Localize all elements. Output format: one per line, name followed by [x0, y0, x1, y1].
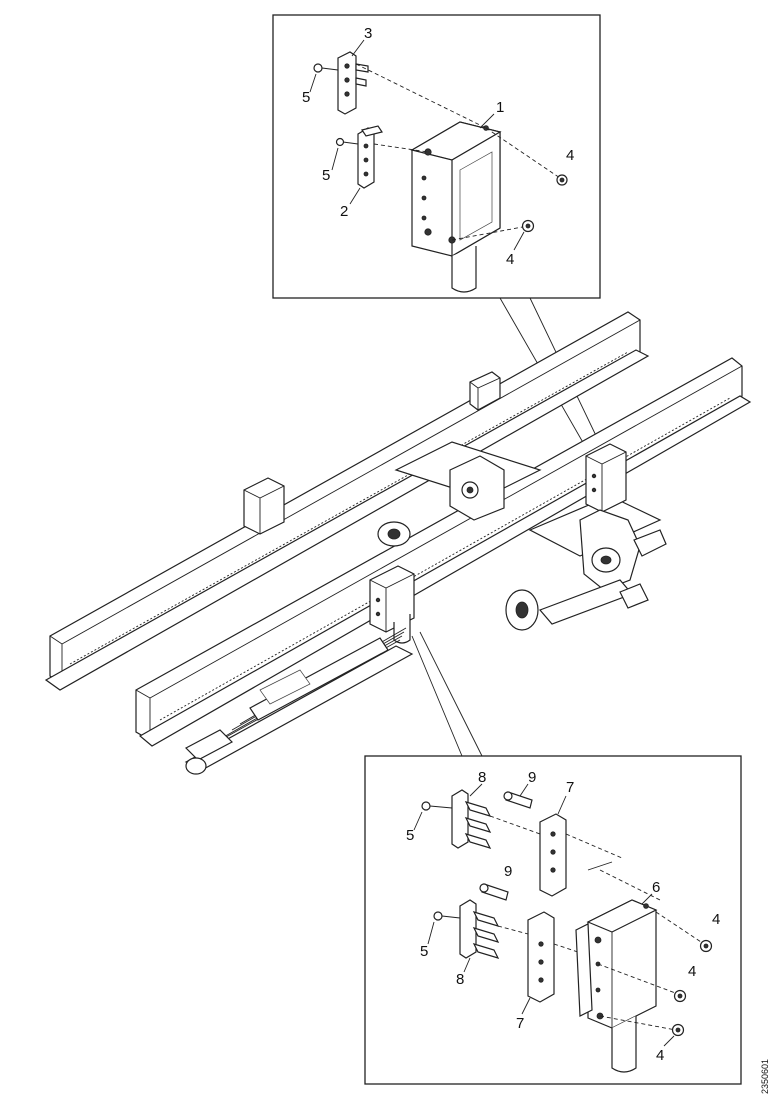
callout-bot-9a: 9 — [528, 769, 536, 786]
bottom-inset-leader-a — [411, 635, 463, 757]
callout-top-1: 1 — [496, 99, 504, 116]
callout-top-4b: 4 — [506, 251, 514, 268]
callout-top-5b: 5 — [322, 167, 330, 184]
bottom-assembly-line-e — [655, 911, 705, 945]
plate-part-3 — [337, 51, 369, 115]
leaf-spring-pack — [184, 627, 414, 775]
bottom-assembly-line-b — [565, 833, 623, 859]
plate-part-2 — [357, 125, 383, 189]
bottom-detail-inset: 8 9 7 5 9 6 4 5 8 4 7 4 — [364, 631, 742, 1085]
callout-bot-7b: 7 — [516, 1015, 524, 1032]
callout-bot-4b: 4 — [688, 963, 696, 980]
callout-bot-8a: 8 — [478, 769, 486, 786]
comb-plate-part-8-upper — [451, 789, 492, 849]
bolt-part-9-lower — [479, 883, 509, 901]
top-inset-frame — [272, 14, 601, 299]
callout-bot-9b: 9 — [504, 863, 512, 880]
top-assembly-line-d — [451, 225, 529, 241]
mounted-bracket-top — [585, 443, 627, 513]
nut-part-4-bottom-c — [671, 1023, 685, 1037]
bottom-assembly-line-c — [497, 925, 529, 935]
comb-plate-part-8-lower — [459, 899, 500, 959]
top-assembly-line-c — [373, 143, 429, 153]
rail-bracket-left-1 — [243, 477, 285, 535]
bottom-assembly-line-g — [599, 1015, 677, 1031]
nut-part-4-upper — [556, 174, 568, 186]
callout-top-2: 2 — [340, 203, 348, 220]
bolt-part-5-middle — [335, 137, 359, 147]
callout-bot-7a: 7 — [566, 779, 574, 796]
callout-top-4a: 4 — [566, 147, 574, 164]
block-part-6 — [575, 899, 658, 1073]
callout-bot-8b: 8 — [456, 971, 464, 988]
top-assembly-line-a — [355, 63, 487, 129]
bottom-assembly-line-a — [489, 815, 541, 835]
callout-bot-5a: 5 — [406, 827, 414, 844]
figure-reference-number: 2350601 — [760, 1059, 770, 1094]
nut-part-4-bottom-a — [699, 939, 713, 953]
bolt-part-5-bottom-upper — [421, 801, 453, 811]
callout-bot-5b: 5 — [420, 943, 428, 960]
callout-top-5a: 5 — [302, 89, 310, 106]
bushing-eye-left — [377, 521, 411, 547]
bolt-part-5-bottom-lower — [433, 911, 461, 921]
bottom-inset-frame — [364, 755, 742, 1085]
block-part-1 — [410, 121, 502, 293]
bolt-part-5-top — [313, 63, 339, 73]
callout-top-3: 3 — [364, 25, 372, 42]
rear-axle-assembly — [505, 509, 667, 631]
callout-bot-4a: 4 — [712, 911, 720, 928]
top-detail-inset: 3 5 1 4 5 2 4 — [272, 14, 601, 447]
strap-part-7-lower — [527, 911, 555, 1003]
callout-bot-4c: 4 — [656, 1047, 664, 1064]
top-assembly-line-b — [485, 127, 561, 179]
bolt-part-9-upper — [503, 791, 533, 809]
mounted-bracket-bottom — [369, 565, 415, 644]
bottom-assembly-line-f — [597, 963, 679, 995]
strap-part-7-upper — [539, 813, 567, 897]
nut-part-4-bottom-b — [673, 989, 687, 1003]
chassis-main-view — [44, 311, 752, 775]
callout-bot-6: 6 — [652, 879, 660, 896]
rail-bracket-left-2 — [469, 371, 501, 411]
bottom-inset-leader-b — [419, 631, 483, 757]
nut-part-4-lower — [521, 219, 535, 233]
spring-hanger-center — [449, 455, 505, 521]
frame-rail-left — [44, 311, 650, 691]
